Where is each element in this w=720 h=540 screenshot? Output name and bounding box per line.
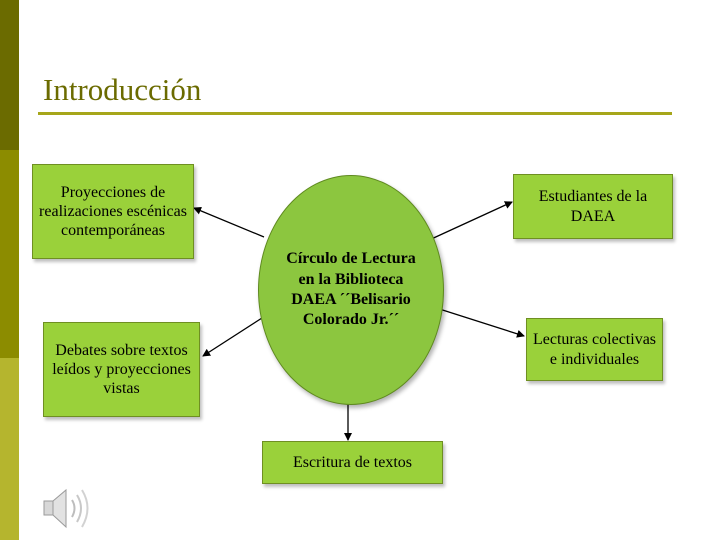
title-underline [38,112,672,115]
sidebar-band-bottom [0,358,19,540]
sidebar-band-middle [0,150,19,358]
arrow-to-debates [202,317,263,357]
node-lecturas: Lecturas colectivas e individuales [526,318,663,381]
speaker-icon[interactable] [38,487,94,531]
sidebar-band-top [0,0,19,150]
slide-title: Introducción [43,72,202,107]
node-proyecciones: Proyecciones de realizaciones escénicas … [32,164,194,259]
node-estudiantes: Estudiantes de la DAEA [513,174,673,239]
center-node: Círculo de Lectura en la Biblioteca DAEA… [258,175,444,405]
arrow-to-estudiantes [426,201,513,242]
arrow-to-proyecciones [193,206,265,238]
arrow-to-lecturas [429,305,525,338]
node-escritura: Escritura de textos [262,441,443,484]
node-debates: Debates sobre textos leídos y proyeccion… [43,322,200,417]
